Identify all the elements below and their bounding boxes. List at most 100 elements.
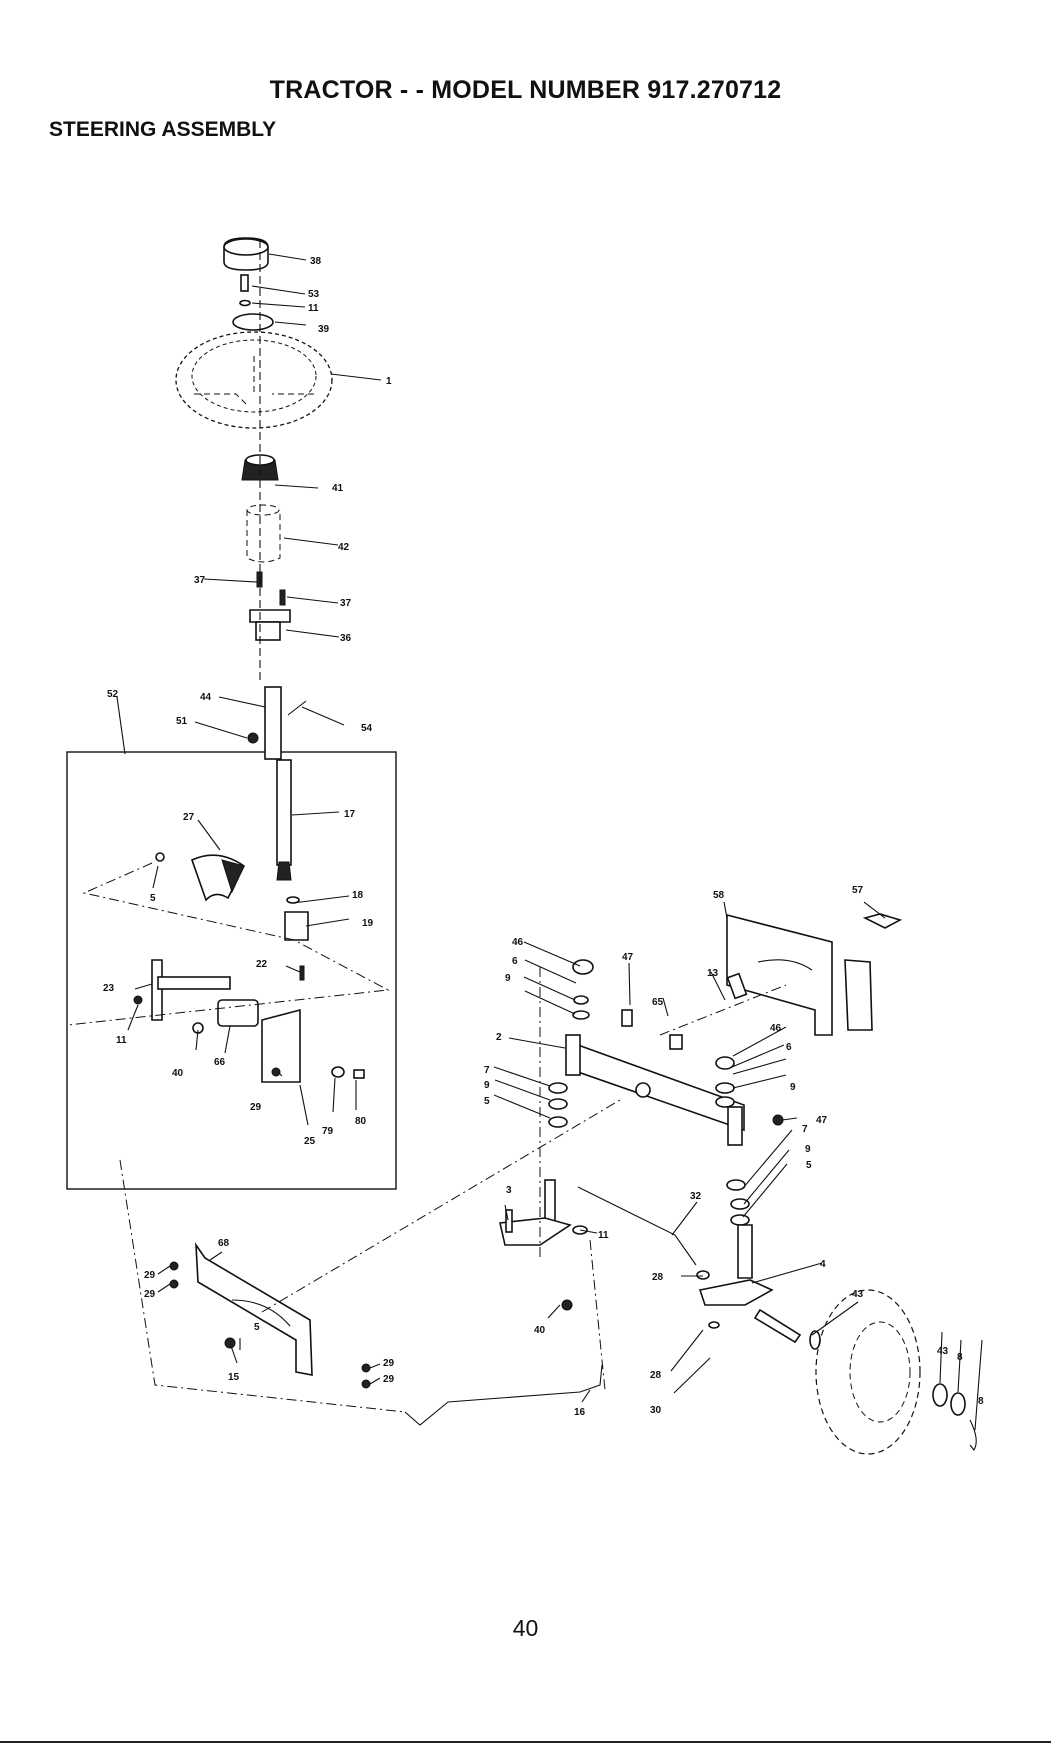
callout-47-right: 47	[816, 1115, 828, 1126]
steering-bracket	[152, 960, 162, 1020]
lower-bolt-1	[170, 1262, 178, 1270]
callout-5-left: 5	[484, 1096, 490, 1107]
sector-gear-pin	[156, 853, 164, 861]
flange-bearing	[285, 912, 308, 940]
wheel-washer-1	[933, 1384, 947, 1406]
inset-bolt	[354, 1070, 364, 1078]
callout-29-lower-2: 29	[144, 1289, 156, 1300]
steering-support-bracket	[196, 1245, 312, 1375]
callout-25: 25	[304, 1136, 316, 1147]
callout-6-left: 6	[512, 956, 518, 967]
callout-28-upper: 28	[652, 1272, 664, 1283]
callout-9-right-upper: 9	[790, 1082, 796, 1093]
lower-bolt-3	[362, 1364, 370, 1372]
callout-36: 36	[340, 633, 352, 644]
callout-8-right: 8	[978, 1396, 984, 1407]
column-sleeve	[247, 510, 280, 562]
bracket-nut	[134, 996, 142, 1004]
callout-22: 22	[256, 959, 268, 970]
page-number: 40	[0, 1615, 1051, 1642]
steering-column-upper	[176, 238, 332, 759]
callout-43-upper: 43	[852, 1289, 864, 1300]
spindle-bearing-left	[573, 1011, 589, 1019]
callout-5-lower: 5	[254, 1322, 260, 1333]
callout-3: 3	[506, 1185, 512, 1196]
axle-assembly	[500, 914, 976, 1454]
callout-4: 4	[820, 1259, 826, 1270]
callout-5-inset: 5	[150, 893, 156, 904]
support-bracket	[262, 1010, 300, 1082]
right-spindle-shaft	[738, 1225, 752, 1278]
callout-79: 79	[322, 1126, 334, 1137]
callout-41: 41	[332, 483, 344, 494]
support-bracket-bolt	[272, 1068, 280, 1076]
pinion-gear	[277, 862, 291, 880]
callout-7-left: 7	[484, 1065, 490, 1076]
axle-support-bracket	[727, 915, 832, 1035]
steering-wheel-spokes	[194, 356, 314, 404]
steering-cap-top	[224, 239, 268, 255]
callout-47-left: 47	[622, 952, 634, 963]
callout-80: 80	[355, 1116, 367, 1127]
callout-44: 44	[200, 692, 212, 703]
callout-19: 19	[362, 918, 374, 929]
callout-30: 30	[650, 1405, 662, 1416]
bracket-flange	[845, 960, 872, 1030]
assembly-line-axle	[660, 985, 786, 1035]
callout-54: 54	[361, 723, 373, 734]
callout-46-left: 46	[512, 937, 524, 948]
callout-17: 17	[344, 809, 356, 820]
lower-bolt-4	[362, 1380, 370, 1388]
spindle-washer-r-lower	[727, 1180, 745, 1190]
axle-pivot-hole	[636, 1083, 650, 1097]
spindle-bearing-right	[716, 1097, 734, 1107]
spindle-washer-left	[574, 996, 588, 1004]
bracket-shaft	[158, 977, 230, 989]
shaft-nut	[248, 733, 258, 743]
cap-bolt	[241, 275, 248, 291]
callout-43-lower: 43	[937, 1346, 949, 1357]
inset-spacer	[332, 1067, 344, 1077]
callout-42: 42	[338, 542, 350, 553]
shaft-bushing	[218, 1000, 258, 1026]
spindle-bearing-lower	[549, 1099, 567, 1109]
column-bracket	[250, 610, 290, 622]
callout-28-lower: 28	[650, 1370, 662, 1381]
callout-9-right: 9	[805, 1144, 811, 1155]
front-wheel-rim	[850, 1322, 910, 1422]
lower-left-assembly	[120, 967, 786, 1425]
callout-46-right: 46	[770, 1023, 782, 1034]
spindle-bushing-lower	[549, 1117, 567, 1127]
drag-link-route	[120, 1160, 405, 1412]
washer-small	[240, 301, 250, 306]
callout-leaders	[117, 254, 982, 1430]
callout-66: 66	[214, 1057, 226, 1068]
callout-40-lower: 40	[534, 1325, 546, 1336]
bottom-rule	[0, 1741, 1051, 1743]
right-spindle-axle	[755, 1310, 800, 1342]
spindle-washer-lower	[549, 1083, 567, 1093]
drag-link-nut	[562, 1300, 572, 1310]
callout-11-lower: 11	[598, 1230, 609, 1241]
callout-2: 2	[496, 1032, 502, 1043]
callout-29-lower-3: 29	[383, 1358, 395, 1369]
callout-38: 38	[310, 256, 322, 267]
callout-6-right: 6	[786, 1042, 792, 1053]
callout-65: 65	[652, 997, 664, 1008]
callout-23: 23	[103, 983, 115, 994]
spindle-washer-right	[716, 1083, 734, 1093]
axle-spacer	[670, 1035, 682, 1049]
drag-link	[405, 1365, 602, 1425]
spindle-cap-left	[573, 960, 593, 974]
callout-15: 15	[228, 1372, 240, 1383]
callout-53: 53	[308, 289, 320, 300]
callout-32: 32	[690, 1191, 702, 1202]
callout-8-left: 8	[957, 1352, 963, 1363]
wheel-washer-2	[951, 1393, 965, 1415]
callout-27: 27	[183, 812, 195, 823]
tie-rod-nut	[709, 1322, 719, 1328]
front-wheel	[816, 1290, 920, 1454]
callout-52: 52	[107, 689, 119, 700]
